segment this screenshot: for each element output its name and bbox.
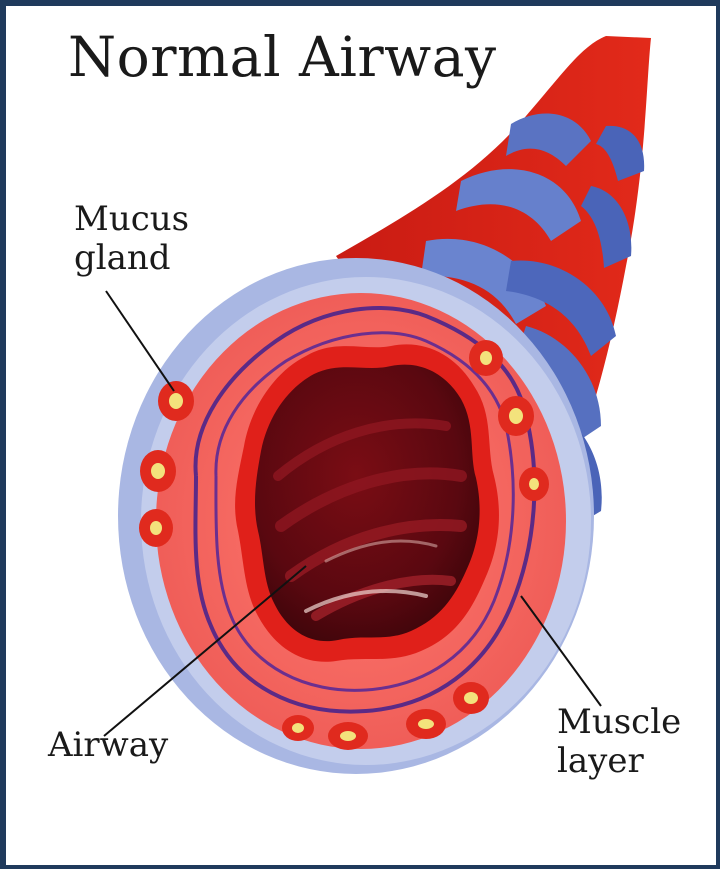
label-mucus-gland-line-1: Mucus bbox=[74, 200, 189, 239]
leader-mucus-gland bbox=[106, 291, 174, 391]
label-muscle-layer: Muscle layer bbox=[557, 703, 681, 781]
label-mucus-gland: Mucus gland bbox=[74, 200, 189, 278]
label-muscle-layer-line-2: layer bbox=[557, 742, 681, 781]
label-airway: Airway bbox=[48, 726, 168, 765]
label-muscle-layer-line-1: Muscle bbox=[557, 703, 681, 742]
airway-lumen bbox=[255, 365, 480, 642]
label-mucus-gland-line-2: gland bbox=[74, 239, 189, 278]
diagram-title: Normal Airway bbox=[68, 26, 497, 89]
